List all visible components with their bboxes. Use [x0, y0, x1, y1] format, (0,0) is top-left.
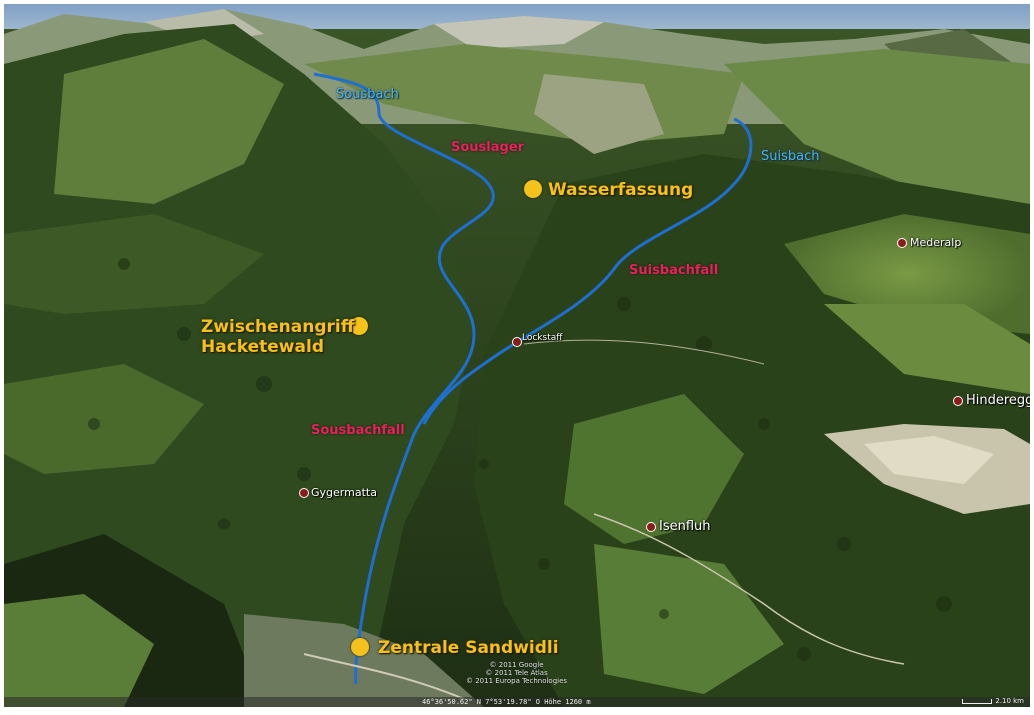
zwischenangriff-label: Zwischenangriff Hacketewald	[201, 317, 355, 357]
imagery-credits: © 2011 Google © 2011 Tele Atlas © 2011 E…	[466, 661, 567, 685]
souslager-label: Souslager	[451, 140, 525, 155]
credit-tele-atlas: © 2011 Tele Atlas	[485, 669, 548, 677]
zentrale-label: Zentrale Sandwidli	[378, 638, 559, 658]
suisbachfall-label: Suisbachfall	[629, 263, 719, 278]
credit-google: © 2011 Google	[489, 661, 544, 669]
map-view[interactable]: Sousbach Suisbach Souslager Suisbachfall…	[4, 4, 1030, 707]
lockstaff-marker[interactable]	[512, 337, 522, 347]
scale-line	[962, 698, 993, 704]
hinderegg-label: Hinderegg	[966, 393, 1030, 408]
hinderegg-marker[interactable]	[953, 396, 963, 406]
suisbach-river	[422, 117, 753, 425]
credit-europa: © 2011 Europa Technologies	[466, 677, 568, 685]
gygermatta-marker[interactable]	[299, 488, 309, 498]
sousbach-river	[313, 72, 495, 685]
suisbach-label: Suisbach	[761, 149, 820, 164]
zentrale-marker[interactable]	[351, 638, 369, 656]
mederalp-marker[interactable]	[897, 238, 907, 248]
coordinate-readout: 46°36'50.62" N 7°53'19.78" O Höhe 1260 m	[422, 698, 591, 706]
zwischenangriff-label-line2: Hacketewald	[201, 337, 324, 357]
zwischenangriff-label-line1: Zwischenangriff	[201, 317, 355, 337]
isenfluh-label: Isenfluh	[659, 519, 711, 534]
scale-bar: 2.10 km	[962, 697, 1024, 705]
terrain-imagery	[4, 4, 1030, 707]
zwischenangriff-marker[interactable]	[350, 317, 368, 335]
wasserfassung-label: Wasserfassung	[548, 180, 694, 200]
wasserfassung-marker[interactable]	[524, 180, 542, 198]
sousbach-label: Sousbach	[336, 87, 399, 102]
isenfluh-marker[interactable]	[646, 522, 656, 532]
lockstaff-label: Lockstaff	[522, 333, 563, 343]
scale-label: 2.10 km	[995, 697, 1024, 705]
sousbachfall-label: Sousbachfall	[311, 423, 405, 438]
gygermatta-label: Gygermatta	[311, 486, 377, 499]
mederalp-label: Mederalp	[910, 236, 962, 249]
status-bar	[4, 697, 1030, 707]
